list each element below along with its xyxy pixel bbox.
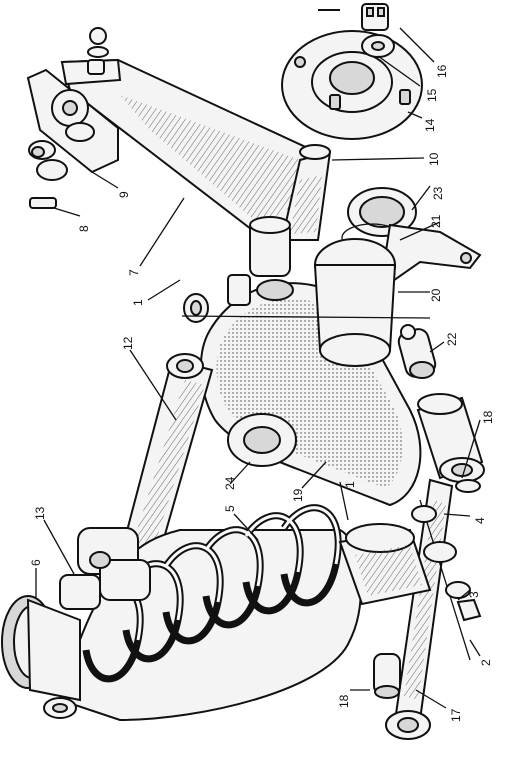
callout-20: 20 (429, 288, 443, 302)
bracket-bushes (28, 140, 68, 209)
callout-4: 4 (473, 517, 487, 524)
damper-body (338, 523, 432, 606)
cap-washer (361, 34, 395, 58)
top-mount-plate (281, 30, 423, 140)
callout-12: 12 (121, 336, 135, 350)
callout-23: 23 (431, 186, 445, 200)
leader-lines (35, 27, 481, 709)
callout-3: 3 (467, 591, 481, 598)
callout-14: 14 (423, 118, 437, 132)
callout-2: 2 (479, 659, 493, 666)
mounting-bracket (26, 68, 119, 174)
callout-1-upper: 1 (131, 299, 145, 306)
callout-17: 17 (449, 708, 463, 722)
spring-seat (1, 595, 81, 719)
callout-1-lower: 1 (343, 481, 357, 488)
pivot-bush (397, 324, 437, 379)
ball-joint-pin (183, 216, 294, 323)
callout-22: 22 (445, 332, 459, 346)
castle-nut (318, 3, 389, 31)
through-bolt (411, 499, 482, 661)
upper-wishbone-arm (60, 58, 314, 238)
callout-21: 21 (429, 214, 443, 228)
callout-15: 15 (425, 88, 439, 102)
callout-labels: 1 1 2 3 4 5 6 7 8 9 10 12 13 14 15 16 17… (29, 64, 495, 722)
bearing-ring (347, 187, 417, 237)
callout-8: 8 (77, 225, 91, 232)
top-nut-washer (87, 27, 109, 75)
callout-6: 6 (29, 559, 43, 566)
callout-13: 13 (33, 506, 47, 520)
callout-16: 16 (435, 64, 449, 78)
callout-18-upper: 18 (481, 410, 495, 424)
callout-24: 24 (223, 476, 237, 490)
callout-19: 19 (291, 488, 305, 502)
stub-axle (280, 144, 332, 241)
callout-18-lower: 18 (337, 694, 351, 708)
callout-9: 9 (117, 191, 131, 198)
lower-arm-boss (227, 413, 297, 467)
shock-bush-upper (416, 393, 485, 493)
callout-5: 5 (223, 505, 237, 512)
drive-shaft (116, 353, 214, 582)
callout-10: 10 (427, 152, 441, 166)
callout-7: 7 (127, 269, 141, 276)
universal-joint (59, 527, 151, 610)
